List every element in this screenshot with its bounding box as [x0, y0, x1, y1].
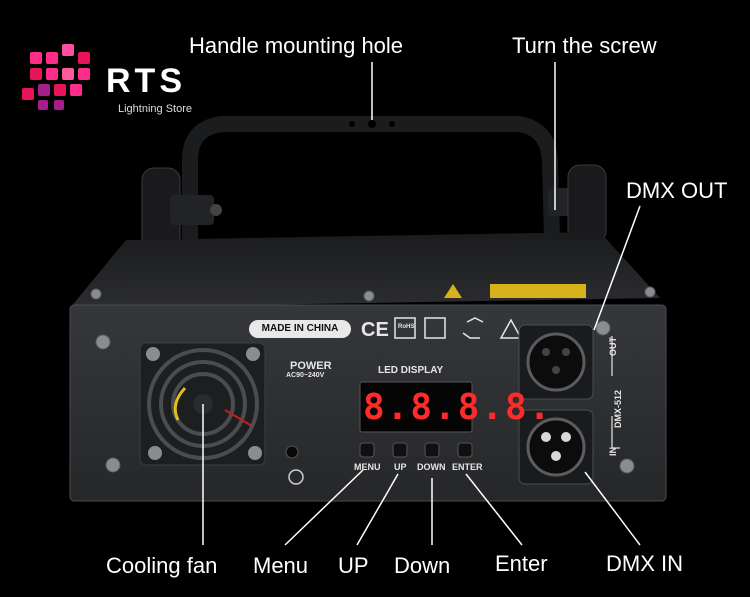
panel-screw — [595, 320, 611, 336]
callout-enter: Enter — [495, 551, 548, 576]
control-buttons — [359, 442, 473, 458]
left-screw-knob — [141, 167, 222, 261]
out-label: OUT — [608, 337, 618, 356]
up-button[interactable] — [392, 442, 408, 458]
dmx-out-connector — [518, 324, 594, 400]
callout-lines — [202, 62, 641, 546]
led-digits: 8.8.8.8. — [363, 387, 553, 428]
power-rating-label: AC90~240V — [286, 372, 325, 379]
panel-screw — [619, 458, 635, 474]
panel-screw — [90, 288, 102, 300]
callout-dmx-in: DMX IN — [606, 551, 683, 576]
up-button-label: UP — [394, 462, 407, 472]
callout-up: UP — [338, 553, 369, 578]
enter-button-label: ENTER — [452, 462, 483, 472]
callout-down: Down — [394, 553, 451, 578]
menu-button-label: MENU — [354, 462, 381, 472]
rts-logo-icon — [22, 44, 90, 110]
logo-tagline: Lightning Store — [118, 103, 192, 115]
enter-button[interactable] — [457, 442, 473, 458]
laser-warning-label — [490, 284, 586, 298]
logo-name: RTS — [106, 62, 186, 100]
rohs-mark: RoHS — [398, 324, 415, 330]
led-display — [359, 381, 473, 433]
certification-marks — [394, 317, 523, 339]
callout-dmx-out: DMX OUT — [626, 178, 728, 203]
made-in-china-badge: MADE IN CHINA — [249, 320, 351, 338]
in-label: IN — [608, 447, 618, 456]
dmx-bracket — [611, 336, 620, 449]
dmx-512-label: DMX-512 — [613, 389, 623, 428]
panel-screw — [95, 334, 111, 350]
power-label: POWER — [290, 360, 332, 372]
menu-button[interactable] — [359, 442, 375, 458]
power-indicator — [285, 445, 299, 459]
handle-mounting-hole — [368, 120, 376, 128]
down-button[interactable] — [424, 442, 440, 458]
panel-screw — [363, 290, 375, 302]
callout-menu: Menu — [253, 553, 309, 578]
panel-screw — [105, 457, 121, 473]
ground-symbol-icon — [288, 469, 304, 485]
right-screw-knob — [548, 164, 607, 244]
panel-screw — [644, 286, 656, 298]
led-display-label: LED DISPLAY — [378, 365, 444, 376]
callout-cooling-fan: Cooling fan — [106, 553, 218, 578]
callout-turn-the-screw: Turn the screw — [512, 33, 657, 58]
dmx-in-connector — [518, 409, 594, 485]
ce-mark: CE — [361, 319, 389, 341]
callout-handle-mounting-hole: Handle mounting hole — [189, 33, 404, 58]
down-button-label: DOWN — [417, 462, 446, 472]
